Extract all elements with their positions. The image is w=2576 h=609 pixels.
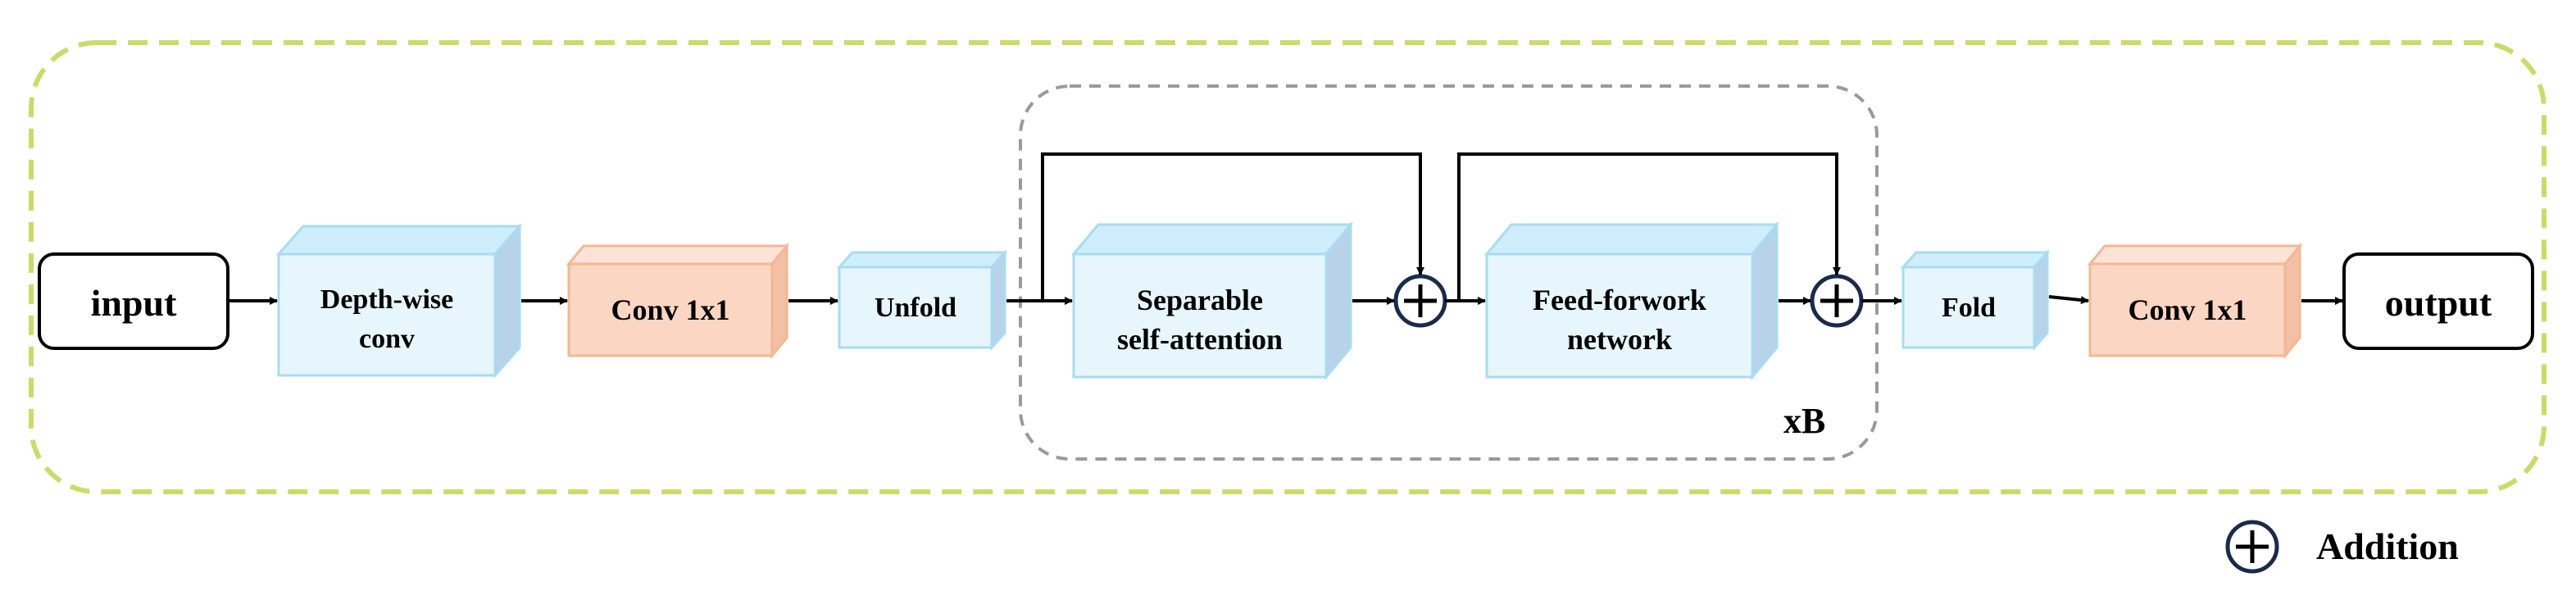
feed-forward-network-block: Feed-forwork network [1483,220,1780,381]
conv1x1-block-1: Conv 1x1 [566,242,790,360]
skip-connection-2 [1457,152,1841,301]
fold-label: Fold [1942,293,1996,323]
output-node: output [2342,252,2534,350]
input-label: input [91,282,178,324]
conv2-label: Conv 1x1 [2128,293,2247,326]
outer-container [29,40,2546,494]
unfold-block: Unfold [836,249,1008,351]
legend-addition-icon [2225,520,2279,574]
conv1x1-block-2: Conv 1x1 [2087,242,2303,360]
unfold-label: Unfold [875,293,956,323]
repeat-container [1019,84,1879,461]
separable-line2: self-attention [1117,323,1283,356]
arrow-fold-conv2 [2048,295,2089,305]
legend-label: Addition [2316,525,2459,567]
flow-arrows [228,152,2343,305]
separable-self-attention-block: Separable self-attention [1070,220,1354,381]
output-label: output [2385,282,2492,324]
addition-circle-1 [1393,274,1447,328]
depthwise-line1: Depth-wise [320,284,453,315]
separable-line1: Separable [1137,284,1263,316]
legend: Addition [2225,520,2459,574]
ffn-line1: Feed-forwork [1533,284,1706,316]
depthwise-line2: conv [359,324,415,354]
conv1-label: Conv 1x1 [611,293,729,326]
skip-connection-1 [1041,152,1424,301]
ffn-line2: network [1567,323,1672,356]
addition-circle-2 [1810,274,1864,328]
depthwise-conv-block: Depth-wise conv [275,223,523,379]
input-node: input [38,252,229,350]
repeat-label: xB [1783,401,1825,441]
fold-block: Fold [1900,249,2051,351]
